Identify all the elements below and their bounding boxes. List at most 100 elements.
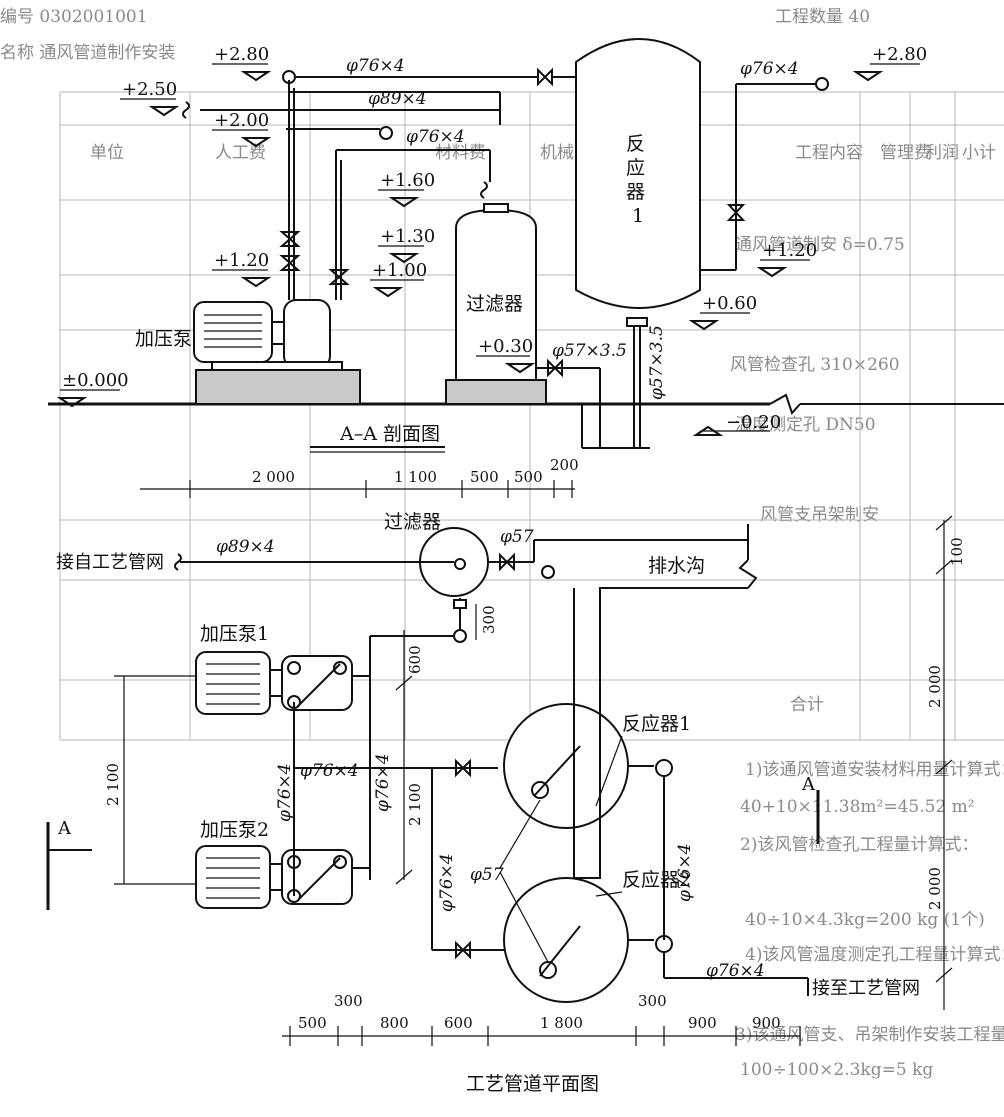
elevation-label: +2.50 (122, 79, 177, 100)
dimension-label: 900 (688, 1014, 717, 1032)
pipe-size-label: φ76×4 (346, 56, 405, 76)
elevation-label: +1.20 (762, 240, 817, 261)
pipe-size-label: φ57×3.5 (552, 341, 627, 361)
break-mark (182, 101, 190, 119)
elevation-label: +1.00 (372, 260, 427, 281)
dimension-label: 800 (380, 1014, 409, 1032)
valve-icon (455, 758, 471, 778)
bg-row4: 风管支吊架制安 (760, 505, 879, 525)
bg-row2: 风管检查孔 310×260 (730, 355, 900, 375)
dimension-label: 1 100 (394, 468, 437, 486)
section-title: A–A 剖面图 (339, 423, 440, 445)
dimension-label: 2 000 (926, 665, 944, 708)
pipe-size-label: φ57 (500, 527, 534, 547)
bg-header2: 编号 0302001001 (0, 7, 148, 27)
reactor1-vessel (575, 38, 701, 309)
elevation-label: ±0.000 (62, 370, 129, 391)
motor-fins (204, 314, 262, 348)
dimension-label: 2 000 (926, 867, 944, 910)
pipe-size-label: φ57 (470, 865, 504, 885)
bg-row5: 合计 (790, 695, 824, 715)
reactor-label-char: 1 (632, 205, 644, 227)
drain-label: 排水沟 (648, 555, 705, 577)
dimension-label: 600 (444, 1014, 473, 1032)
valve-icon (537, 67, 553, 87)
bg-note1: 1)该通风管道安装材料用量计算式： (745, 760, 1004, 780)
pump-label: 加压泵 (135, 328, 192, 350)
elevation-label: +0.60 (702, 293, 757, 314)
dimension-label: 500 (298, 1014, 327, 1032)
bg-col4: 材料费 (435, 143, 486, 163)
dimension-label: 2 000 (252, 468, 295, 486)
pipe-size-label: φ76×4 (675, 843, 695, 902)
elevation-label: +2.00 (214, 110, 269, 131)
bg-note2: 40+10×11.38m²=45.52 m² (740, 797, 975, 817)
elevation-label: +2.80 (872, 44, 927, 65)
pump-foundation (195, 369, 361, 405)
reactor1-plan (503, 703, 629, 829)
filter-label: 过滤器 (466, 293, 523, 315)
dimension-label: 2 100 (406, 783, 424, 826)
valve-icon (279, 231, 350, 285)
reactor1-label: 反应器1 (622, 713, 691, 735)
bg-col3: 人工费 (215, 143, 266, 163)
pipe-size-label: φ76×4 (740, 59, 799, 79)
plan-view: 2 000 1 100 500 500 200 过滤器 接自工艺管网 φ89×4… (46, 456, 966, 1095)
elevation-label: +2.80 (214, 44, 269, 65)
bg-col1: 工程内容 (795, 143, 863, 163)
reactor-label-char: 器 (626, 181, 645, 203)
bg-row3: 温度测定孔 DN50 (735, 415, 876, 435)
pipe-size-label: φ76×4 (300, 761, 359, 781)
reactor-label-char: 应 (626, 157, 645, 179)
pipe-size-label: φ76×4 (706, 961, 765, 981)
elevation-label: −0.20 (726, 412, 781, 433)
bg-row1: 通风管道制安 δ=0.75 (735, 235, 905, 255)
elevation-label: +0.30 (478, 336, 533, 357)
pump1-casing (281, 655, 353, 711)
reactor-label-char: 反 (626, 133, 645, 155)
dimension-label: 1 800 (540, 1014, 583, 1032)
elevation-marks (56, 63, 920, 436)
bg-col2: 单位 (90, 143, 124, 163)
reactor2-label: 反应器2 (622, 869, 691, 891)
break-mark-ground (769, 393, 801, 415)
pump2-motor (195, 845, 271, 909)
dimension-label: 2 100 (104, 763, 122, 806)
bg-note3: 2)该风管检查孔工程量计算式： (740, 835, 978, 855)
bg-header1: 工程数量 40 (775, 7, 870, 27)
bg-note7: 100÷100×2.3kg=5 kg (740, 1060, 933, 1080)
dimension-label: 600 (406, 645, 424, 674)
section-mark-label: A (57, 818, 72, 839)
pump2-casing (281, 849, 353, 905)
bg-col6: 管理费 (880, 143, 931, 163)
dimension-label: 300 (638, 992, 667, 1010)
pump-casing (283, 299, 331, 369)
pipe-size-label: φ76×4 (275, 763, 295, 822)
source-label: 接自工艺管网 (56, 552, 164, 573)
section-mark-label: A (801, 774, 816, 795)
elevation-label: +1.20 (214, 250, 269, 271)
reactor2-plan (503, 877, 629, 1003)
pipe-size-label: φ76×4 (437, 853, 457, 912)
valve-icon (499, 552, 515, 572)
bg-header3: 名称 通风管道制作安装 (0, 43, 175, 63)
pump1-motor (195, 651, 271, 715)
dimension-label: 200 (550, 456, 579, 474)
elevation-label: +1.30 (380, 226, 435, 247)
filter-label: 过滤器 (384, 511, 441, 533)
bg-col8: 小计 (962, 143, 996, 163)
dimension-label: 300 (334, 992, 363, 1010)
pipe-size-label: φ89×4 (216, 537, 275, 557)
pipe-size-label: φ57×3.5 (647, 325, 667, 400)
dimension-label: 100 (948, 537, 966, 566)
dest-label: 接至工艺管网 (812, 978, 920, 999)
pipe-size-label: φ76×4 (406, 127, 465, 147)
elevation-label: +1.60 (380, 170, 435, 191)
dimension-label: 500 (514, 468, 543, 486)
bg-note5: 40÷10×4.3kg=200 kg (1个) (745, 910, 985, 930)
pump-motor (193, 301, 273, 363)
valve-icon (455, 940, 471, 960)
pump2-label: 加压泵2 (200, 819, 269, 841)
